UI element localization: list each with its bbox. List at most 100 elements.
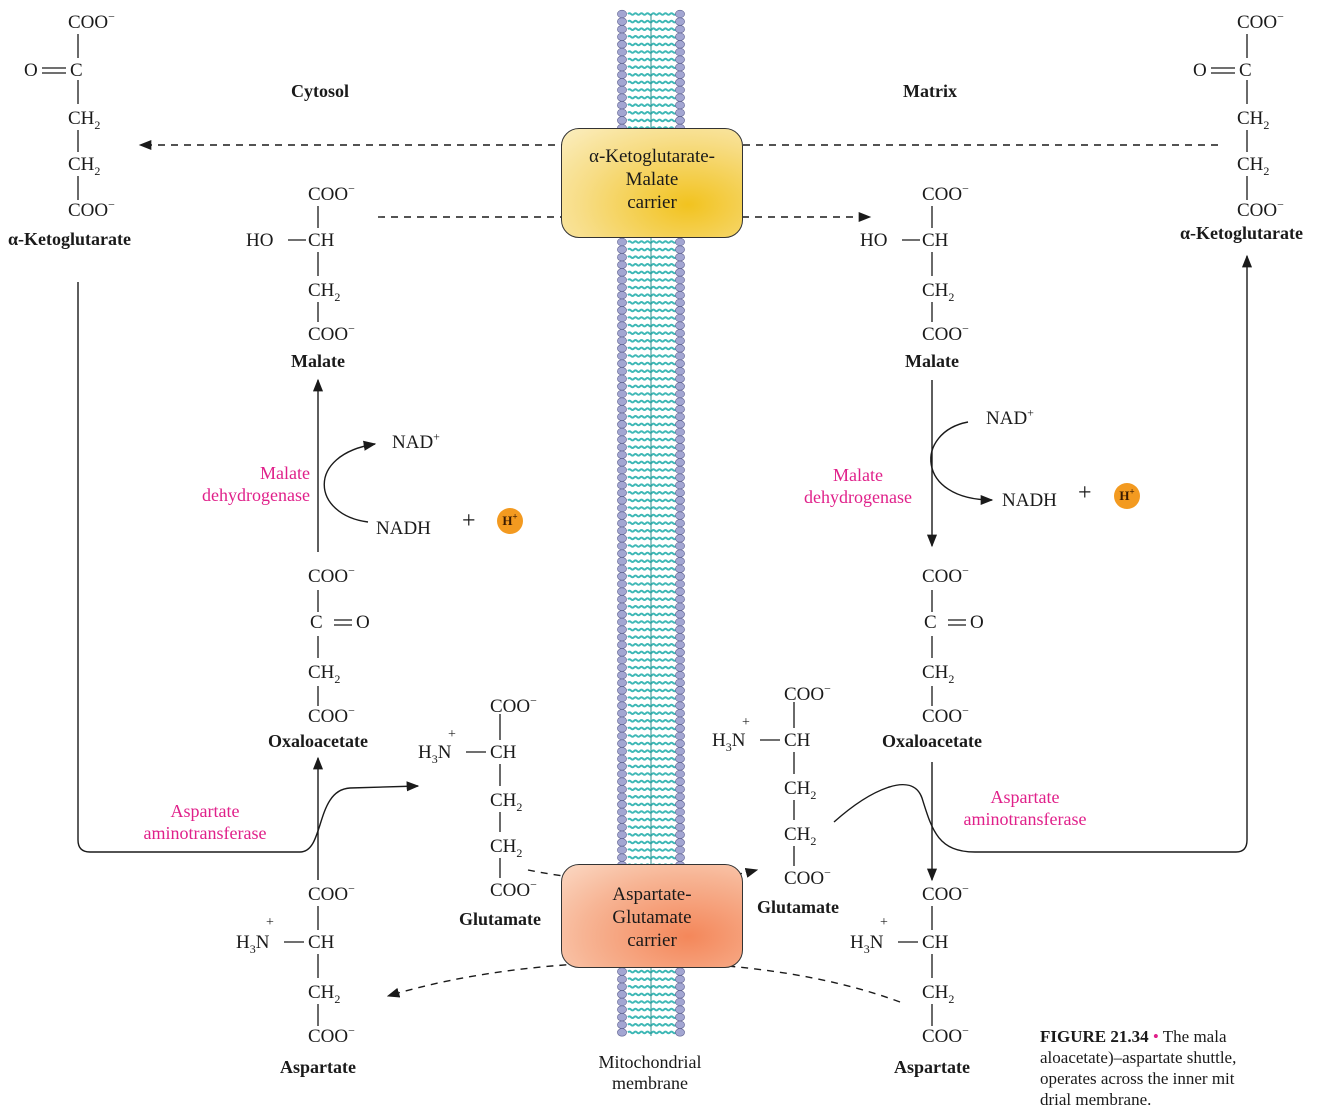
lipid-tail <box>627 361 677 366</box>
lipid-tail <box>627 589 677 594</box>
lipid-head <box>617 367 627 376</box>
lipid-tail <box>627 392 677 396</box>
lipid-tail <box>627 703 677 708</box>
ch2-group: CH2 <box>308 662 341 686</box>
lipid-head <box>675 602 685 611</box>
lipid-head <box>675 572 685 581</box>
lipid-head <box>617 633 627 642</box>
lipid-head <box>675 298 685 307</box>
coo-group: COO− <box>784 865 831 889</box>
lipid-head <box>617 671 627 680</box>
ammonium-group: H3N <box>850 932 884 956</box>
lipid-head <box>675 724 685 733</box>
lipid-tail <box>627 741 677 746</box>
lipid-head <box>675 268 685 277</box>
lipid-head <box>617 716 627 725</box>
lipid-head <box>675 610 685 619</box>
lipid-head <box>617 503 627 513</box>
lipid-tail <box>627 643 677 647</box>
lipid-tail <box>627 529 677 533</box>
ch-group: CH <box>784 730 811 751</box>
lipid-head <box>617 678 627 687</box>
lipid-head <box>675 671 685 680</box>
coo-group: COO− <box>922 321 969 345</box>
lipid-head <box>617 1020 627 1029</box>
matrix-label: Matrix <box>903 81 957 101</box>
lipid-tail <box>627 369 677 373</box>
lipid-tail <box>627 27 677 31</box>
caption-text: The mala <box>1162 1027 1227 1046</box>
lipid-tail <box>627 50 677 54</box>
carrier-label-line2: Glutamate <box>612 907 692 928</box>
lipid-head <box>617 1005 627 1014</box>
ch-group: CH <box>308 230 335 251</box>
lipid-tail <box>627 696 677 700</box>
lipid-head <box>675 997 685 1007</box>
lipid-head <box>675 253 685 262</box>
lipid-head <box>617 754 627 763</box>
lipid-tail <box>627 711 677 715</box>
coo-group: COO− <box>922 881 969 905</box>
lipid-head <box>617 838 627 847</box>
carbonyl-c: C <box>1239 60 1252 81</box>
lipid-head <box>617 800 627 809</box>
ammonium-group: H3N <box>236 932 270 956</box>
figure-caption: FIGURE 21.34 • The mala aloacetate)–aspa… <box>1040 1026 1236 1110</box>
lipid-head <box>617 747 627 756</box>
lipid-tail <box>627 445 677 449</box>
lipid-head <box>617 975 627 984</box>
nad-plus: NAD+ <box>392 429 440 453</box>
lipid-head <box>675 511 685 520</box>
lipid-head <box>617 724 627 733</box>
lipid-head <box>675 709 685 718</box>
lipid-tail <box>627 453 677 457</box>
lipid-head <box>675 807 685 817</box>
hydroxyl: HO <box>246 230 274 251</box>
lipid-tail <box>627 1007 677 1012</box>
ch2-group: CH2 <box>68 154 101 178</box>
lipid-tail <box>627 422 677 427</box>
lipid-tail <box>627 833 677 837</box>
lipid-head <box>617 443 627 452</box>
ch2-group: CH2 <box>784 824 817 848</box>
lipid-head <box>675 93 685 102</box>
lipid-head <box>675 747 685 756</box>
lipid-head <box>675 313 685 323</box>
ammonium-group: H3N <box>418 742 452 766</box>
glutamate-label: Glutamate <box>459 909 541 929</box>
lipid-head <box>617 481 627 490</box>
lipid-head <box>617 313 627 323</box>
lipid-head <box>617 253 627 262</box>
lipid-head <box>675 648 685 657</box>
lipid-head <box>617 237 627 247</box>
carbonyl-o: O <box>970 612 984 633</box>
lipid-head <box>617 1013 627 1022</box>
lipid-head <box>675 693 685 703</box>
coo-group: COO− <box>784 681 831 705</box>
lipid-head <box>675 374 685 383</box>
ch2-group: CH2 <box>922 280 955 304</box>
lipid-head <box>617 990 627 999</box>
carrier-label-line2: Malate <box>625 169 679 190</box>
ch-group: CH <box>922 230 949 251</box>
lipid-tail <box>627 719 677 723</box>
lipid-head <box>675 260 685 269</box>
lipid-tail <box>627 384 677 389</box>
lipid-tail <box>627 985 677 989</box>
lipid-tail <box>627 88 677 92</box>
lipid-head <box>675 458 685 467</box>
lipid-head <box>675 40 685 49</box>
aspartate-label: Aspartate <box>280 1057 356 1077</box>
lipid-head <box>675 435 685 444</box>
caption-text: drial membrane. <box>1040 1090 1152 1109</box>
lipid-head <box>675 397 685 406</box>
glutamate-label: Glutamate <box>757 897 839 917</box>
lipid-head <box>675 503 685 513</box>
lipid-head <box>675 389 685 399</box>
lipid-tail <box>627 757 677 761</box>
aspartate-glutamate-carrier: Aspartate- Glutamate carrier <box>561 864 743 968</box>
lipid-head <box>675 549 685 558</box>
lipid-head <box>617 412 627 421</box>
lipid-head <box>675 336 685 345</box>
lipid-head <box>617 55 627 64</box>
